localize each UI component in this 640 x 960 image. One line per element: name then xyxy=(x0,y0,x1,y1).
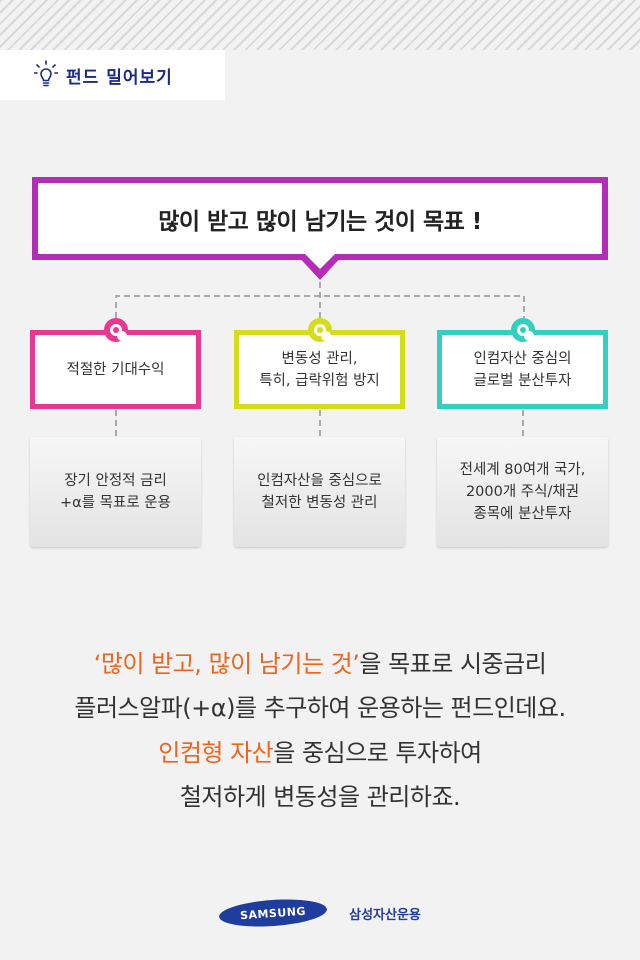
target-dot-icon xyxy=(511,318,535,342)
lightbulb-icon xyxy=(34,60,58,87)
hatched-header-band xyxy=(0,0,640,50)
description-highlight: 인컴형 자산 xyxy=(158,739,274,767)
category-label-line: 적절한 기대수익 xyxy=(66,361,165,378)
target-dot-icon xyxy=(104,318,128,342)
description-text: 을 중심으로 투자하여 xyxy=(273,739,482,767)
detail-box-volatility: 인컴자산을 중심으로 철저한 변동성 관리 xyxy=(234,437,405,547)
description-line-3: 인컴형 자산을 중심으로 투자하여 xyxy=(0,733,640,768)
section-tag: 펀드 밀어보기 xyxy=(0,50,225,100)
goal-pointer xyxy=(296,254,344,280)
goal-box: 많이 받고 많이 남기는 것이 목표 ! xyxy=(32,177,608,260)
footer: SAMSUNG 삼성자산운용 xyxy=(0,896,640,930)
detail-line: 전세계 80여개 국가, xyxy=(459,462,586,478)
company-name: 삼성자산운용 xyxy=(349,907,421,923)
description-line-1: ‘많이 받고, 많이 남기는 것’을 목표로 시중금리 xyxy=(0,644,640,679)
detail-line: 2000개 주식/채권 xyxy=(465,484,580,500)
detail-line: 종목에 분산투자 xyxy=(473,506,572,522)
detail-line: 인컴자산을 중심으로 xyxy=(257,473,382,489)
category-label-line: 글로벌 분산투자 xyxy=(473,372,572,389)
description-highlight: ‘많이 받고, 많이 남기는 것’ xyxy=(93,650,360,678)
category-box-diversification: 인컴자산 중심의 글로벌 분산투자 xyxy=(437,330,608,409)
section-tag-label: 펀드 밀어보기 xyxy=(66,67,173,88)
detail-line: +α를 목표로 운용 xyxy=(60,495,171,511)
target-dot-icon xyxy=(308,318,332,342)
detail-line: 철저한 변동성 관리 xyxy=(261,495,378,511)
detail-line: 장기 안정적 금리 xyxy=(64,473,167,489)
description-line-2: 플러스알파(+α)를 추구하여 운용하는 펀드인데요. xyxy=(74,694,566,722)
description-line-4: 철저하게 변동성을 관리하죠. xyxy=(179,783,461,811)
category-label-line: 변동성 관리, xyxy=(281,350,358,367)
detail-box-return: 장기 안정적 금리 +α를 목표로 운용 xyxy=(30,437,201,547)
category-box-return: 적절한 기대수익 xyxy=(30,330,201,409)
category-label-line: 특히, 급락위험 방지 xyxy=(259,372,380,389)
category-box-volatility: 변동성 관리, 특히, 급락위험 방지 xyxy=(234,330,405,409)
description-text: 을 목표로 시중금리 xyxy=(359,650,547,678)
category-label-line: 인컴자산 중심의 xyxy=(473,350,572,367)
detail-box-diversification: 전세계 80여개 국가, 2000개 주식/채권 종목에 분산투자 xyxy=(437,437,608,547)
goal-title: 많이 받고 많이 남기는 것이 목표 ! xyxy=(158,208,482,235)
samsung-logo: SAMSUNG xyxy=(218,896,328,930)
